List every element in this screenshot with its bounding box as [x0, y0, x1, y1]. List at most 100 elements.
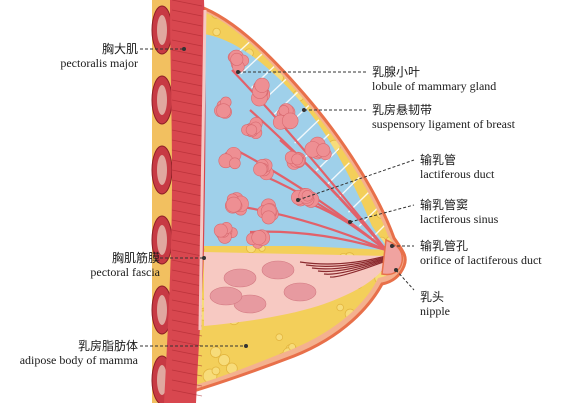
fat-globule — [286, 37, 294, 45]
fat-globule — [308, 84, 320, 96]
fat-globule — [392, 176, 400, 186]
fat-globule — [369, 175, 377, 184]
muscle-fiber — [171, 9, 203, 17]
lower-lobe — [283, 282, 317, 302]
lower-lobes — [209, 255, 387, 314]
fat-globule — [226, 10, 241, 13]
muscle-fiber — [171, 69, 203, 77]
lobule-acinus — [281, 112, 299, 130]
muscle-fiber — [171, 189, 203, 197]
lobule-acinus — [225, 196, 242, 213]
muscle-fiber — [171, 99, 203, 107]
fat-globule — [341, 127, 349, 135]
fat-globule — [361, 70, 371, 81]
lower-lobe — [223, 268, 257, 288]
rib-core — [157, 85, 167, 115]
label-pectoralis-major: 胸大肌 pectoralis major — [60, 42, 138, 70]
muscle-fiber — [171, 79, 203, 87]
muscle-fiber — [171, 149, 203, 157]
lobule-acinus — [213, 223, 228, 238]
rib-core — [157, 225, 167, 255]
fat-globule — [327, 377, 342, 390]
label-nipple: 乳头 nipple — [420, 290, 450, 318]
nipple-duct-line — [305, 256, 387, 267]
lobule-acinus — [278, 105, 290, 116]
leader-lines — [140, 48, 415, 347]
rib-core — [157, 365, 167, 395]
fat-globule — [243, 20, 254, 30]
ribs — [151, 5, 173, 403]
muscle-fiber — [171, 209, 203, 217]
fat-globule — [319, 34, 330, 45]
muscle-fiber — [171, 359, 203, 367]
fat-globule — [346, 26, 357, 37]
lobule-acinus — [251, 230, 267, 245]
muscle-fiber — [171, 309, 203, 317]
fat-globule — [336, 303, 344, 312]
lobule-acinus — [245, 124, 258, 136]
fat-globule — [362, 334, 371, 343]
muscle-fiber — [171, 239, 203, 247]
fat-globule — [293, 356, 306, 370]
lobule-acinus — [301, 190, 314, 202]
fat-globule — [275, 333, 284, 341]
lobule-acinus — [261, 210, 276, 225]
muscle-fiber — [171, 289, 203, 297]
muscle-fiber — [171, 49, 203, 57]
fat-globule — [262, 12, 270, 20]
fat-globule — [292, 25, 303, 36]
lobule-acinus — [316, 143, 331, 158]
nipple-duct-line — [329, 260, 387, 278]
muscle-fiber — [171, 29, 203, 37]
fat-globule — [211, 366, 221, 376]
muscle-fiber — [171, 319, 203, 327]
fat-globule — [287, 47, 301, 61]
muscle-fiber — [171, 159, 203, 167]
muscle-fiber — [171, 129, 203, 137]
nipple-shape — [381, 238, 404, 276]
fat-globule — [326, 54, 335, 64]
lobule-acinus — [253, 162, 268, 177]
fat-globule — [392, 333, 400, 347]
fat-globule — [386, 364, 400, 378]
muscle-fiber — [171, 369, 203, 377]
rib-core — [157, 15, 167, 45]
fat-globule — [375, 41, 386, 52]
pectoral-fascia-line — [198, 9, 207, 331]
lobule-acinus — [216, 103, 231, 119]
fat-globule — [310, 50, 324, 64]
fat-globule — [218, 354, 231, 367]
muscle-fiber — [171, 39, 203, 47]
fat-globule — [340, 40, 351, 51]
muscle-fiber — [171, 199, 203, 207]
fat-globule — [310, 362, 318, 370]
muscle-fiber — [171, 0, 203, 7]
lobule-acinus — [254, 77, 270, 93]
lobule-acinus — [230, 52, 244, 66]
fat-globule — [212, 27, 221, 37]
ligament-strand — [294, 119, 320, 144]
fat-globule — [326, 29, 337, 41]
muscle-fiber — [171, 269, 203, 277]
label-lactiferous-sinus: 输乳管窦 lactiferous sinus — [420, 198, 499, 226]
muscle-fiber — [171, 349, 203, 357]
lobules — [213, 49, 332, 249]
fat-globule — [372, 374, 383, 385]
duct-branch — [279, 139, 387, 251]
lower-lobe — [261, 260, 295, 280]
fat-globule — [280, 32, 296, 48]
nipple-duct-line — [311, 257, 387, 270]
rib-core — [157, 295, 167, 325]
muscle-fiber — [171, 179, 203, 187]
muscle-fiber — [171, 389, 203, 397]
muscle-fiber — [171, 19, 203, 27]
label-pectoral-fascia: 胸肌筋膜 pectoral fascia — [90, 251, 160, 279]
lower-lobe — [209, 286, 243, 306]
fat-globule — [345, 364, 356, 376]
fat-globule — [251, 10, 262, 11]
muscle-fiber — [171, 169, 203, 177]
leader-dots — [182, 47, 398, 348]
fat-globule — [255, 10, 267, 23]
muscle-fiber — [171, 329, 203, 337]
